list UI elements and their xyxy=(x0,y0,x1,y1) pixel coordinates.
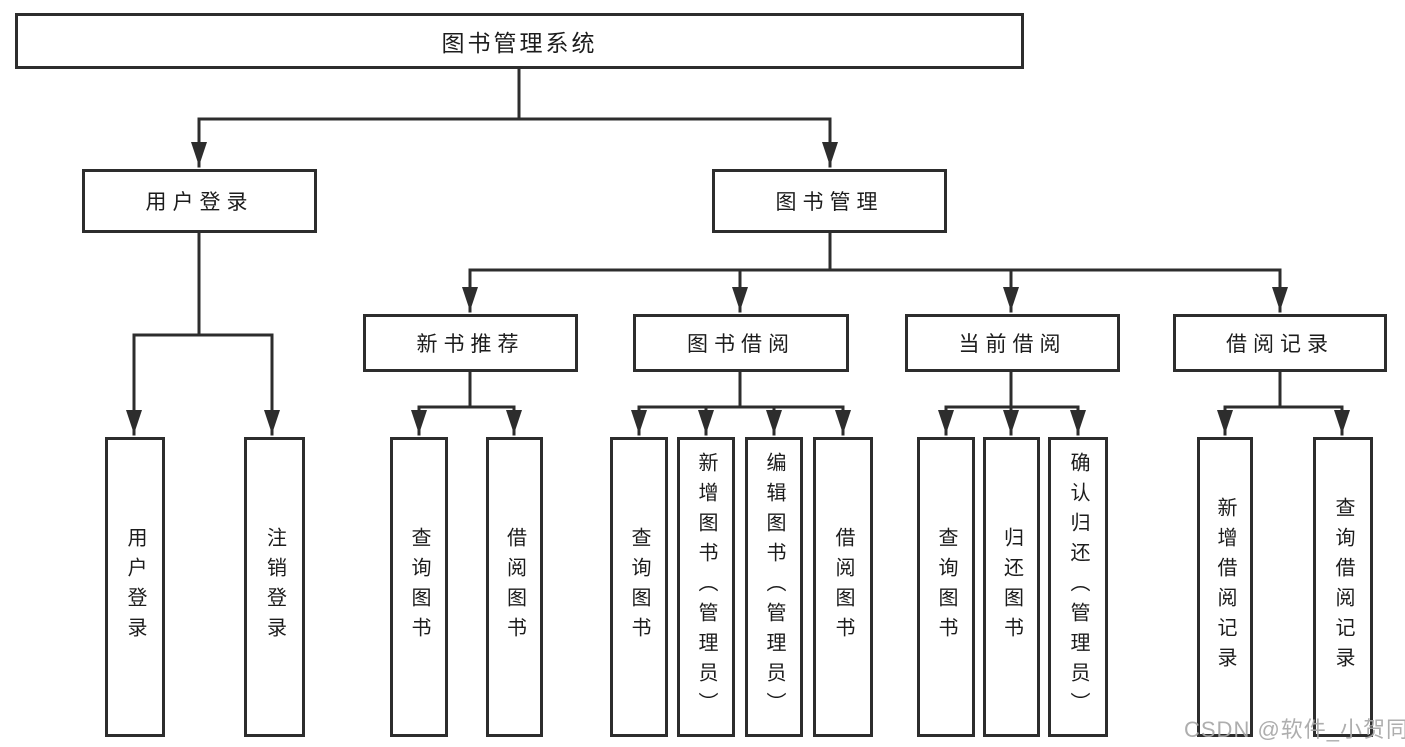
leaf-add-book-admin: 新增图书（管理员） xyxy=(677,437,735,737)
leaf-recommend-query-books: 查询图书 xyxy=(390,437,448,737)
leaf-add-borrow-record-label: 新增借阅记录 xyxy=(1214,497,1236,677)
leaf-add-borrow-record: 新增借阅记录 xyxy=(1197,437,1253,737)
node-new-book-recommend-label: 新书推荐 xyxy=(416,333,525,356)
leaf-borrowing-query-books: 查询图书 xyxy=(610,437,668,737)
node-borrowing-records: 借阅记录 xyxy=(1173,314,1387,372)
node-library-system-label: 图书管理系统 xyxy=(441,30,598,56)
leaf-borrow-books-label: 借阅图书 xyxy=(832,527,854,647)
leaf-return-book: 归还图书 xyxy=(983,437,1040,737)
node-user-login-label: 用户登录 xyxy=(145,191,254,214)
leaf-user-login-label: 用户登录 xyxy=(124,527,146,647)
leaf-edit-book-admin-label: 编辑图书（管理员） xyxy=(763,452,785,722)
node-book-borrowing: 图书借阅 xyxy=(633,314,849,372)
node-user-login: 用户登录 xyxy=(82,169,317,233)
node-library-system: 图书管理系统 xyxy=(15,13,1024,69)
leaf-current-query-books-label: 查询图书 xyxy=(935,527,957,647)
node-current-borrowing-label: 当前借阅 xyxy=(958,333,1067,356)
leaf-recommend-query-books-label: 查询图书 xyxy=(408,527,430,647)
node-book-borrowing-label: 图书借阅 xyxy=(687,333,795,356)
leaf-query-borrow-record: 查询借阅记录 xyxy=(1313,437,1373,737)
node-book-management: 图书管理 xyxy=(712,169,947,233)
leaf-borrow-books: 借阅图书 xyxy=(813,437,873,737)
leaf-recommend-borrow-books-label: 借阅图书 xyxy=(503,527,526,647)
node-borrowing-records-label: 借阅记录 xyxy=(1226,333,1334,356)
leaf-logout-label: 注销登录 xyxy=(263,527,286,647)
leaf-query-borrow-record-label: 查询借阅记录 xyxy=(1332,497,1354,677)
leaf-confirm-return-admin: 确认归还（管理员） xyxy=(1048,437,1108,737)
leaf-borrowing-query-books-label: 查询图书 xyxy=(628,527,650,647)
leaf-current-query-books: 查询图书 xyxy=(917,437,975,737)
leaf-recommend-borrow-books: 借阅图书 xyxy=(486,437,543,737)
node-current-borrowing: 当前借阅 xyxy=(905,314,1120,372)
leaf-return-book-label: 归还图书 xyxy=(1000,527,1023,647)
csdn-watermark: CSDN @软件_小贺同学 xyxy=(1184,717,1405,742)
leaf-confirm-return-admin-label: 确认归还（管理员） xyxy=(1067,452,1089,722)
node-new-book-recommend: 新书推荐 xyxy=(363,314,578,372)
leaf-user-login: 用户登录 xyxy=(105,437,165,737)
leaf-logout: 注销登录 xyxy=(244,437,305,737)
leaf-add-book-admin-label: 新增图书（管理员） xyxy=(695,452,717,722)
node-book-management-label: 图书管理 xyxy=(775,191,884,214)
leaf-edit-book-admin: 编辑图书（管理员） xyxy=(745,437,803,737)
